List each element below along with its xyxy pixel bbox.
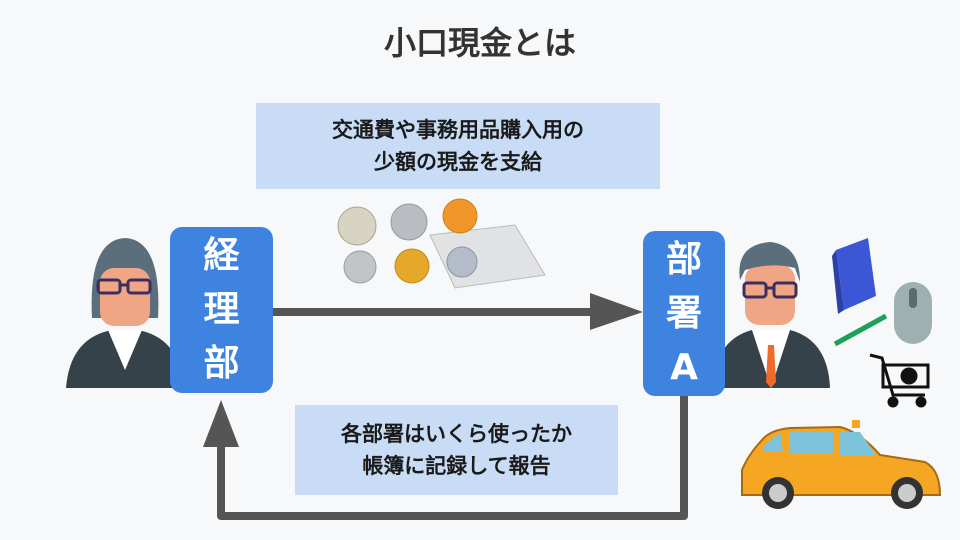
dept-char: 部 (203, 343, 240, 384)
person-woman-icon (66, 238, 184, 388)
dept-char: A (670, 346, 698, 388)
arrow-to-keiri (217, 396, 688, 520)
coins-and-bill-icon (337, 198, 546, 289)
mouse-icon (894, 282, 932, 344)
note-line: 各部署はいくら使ったか (341, 422, 572, 446)
accounting-department-box: 経 理 部 (170, 227, 273, 393)
person-man-icon (712, 242, 830, 388)
arrow-to-dept-a (273, 293, 643, 330)
department-a-box: 部 署 A (643, 231, 725, 396)
pencil-icon (833, 313, 888, 347)
dept-char: 署 (665, 292, 702, 334)
shopping-cart-icon (869, 353, 930, 408)
dept-char: 経 (203, 235, 240, 276)
page-title: 小口現金とは (383, 24, 576, 62)
book-icon (832, 238, 876, 314)
arrow-head-up (203, 400, 239, 447)
note-line: 帳簿に記録して報告 (362, 454, 551, 478)
dept-char: 部 (665, 238, 702, 280)
report-note: 各部署はいくら使ったか 帳簿に記録して報告 (295, 405, 618, 495)
dept-char: 理 (203, 289, 240, 330)
cash-provision-note: 交通費や事務用品購入用の 少額の現金を支給 (256, 103, 660, 189)
note-line: 少額の現金を支給 (374, 150, 542, 174)
note-line: 交通費や事務用品購入用の (332, 118, 584, 142)
taxi-icon (741, 420, 942, 509)
